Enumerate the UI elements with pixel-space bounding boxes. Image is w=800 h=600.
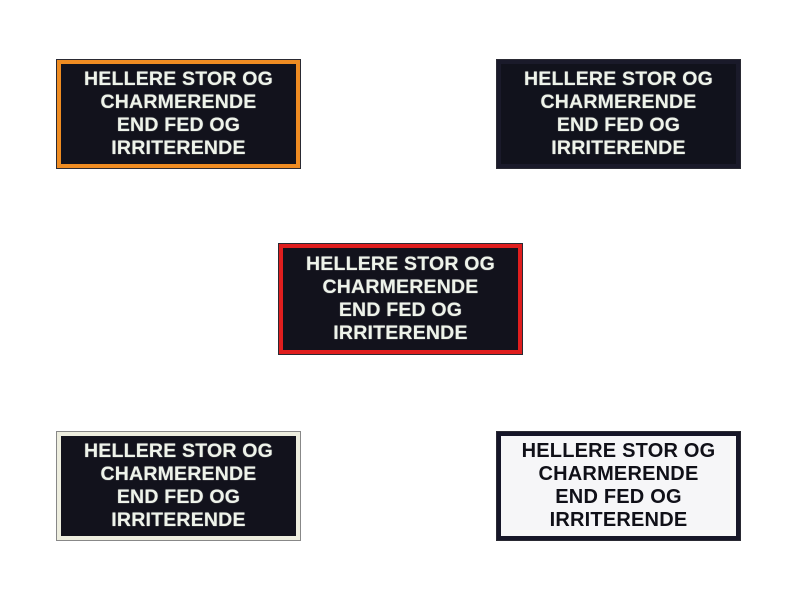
patch-text-line: HELLERE STOR OG — [84, 68, 273, 90]
patch-text-line: HELLERE STOR OG — [84, 440, 273, 462]
patch-text-line: CHARMERENDE — [538, 463, 699, 485]
patch-text-line: HELLERE STOR OG — [306, 253, 495, 275]
patch-text-line: END FED OG — [556, 114, 681, 136]
patch-text-line: CHARMERENDE — [100, 463, 257, 485]
patch-text-line: IRRITERENDE — [549, 509, 688, 531]
patch-text-line: END FED OG — [338, 299, 463, 321]
patch-text-line: HELLERE STOR OG — [521, 440, 716, 462]
patch-orange-border: HELLERE STOR OG CHARMERENDE END FED OG I… — [57, 60, 300, 168]
patch-text-line: IRRITERENDE — [551, 137, 686, 159]
patch-text-line: IRRITERENDE — [111, 509, 246, 531]
patch-text-line: HELLERE STOR OG — [524, 68, 713, 90]
patch-red-border: HELLERE STOR OG CHARMERENDE END FED OG I… — [279, 244, 522, 354]
patch-white-border: HELLERE STOR OG CHARMERENDE END FED OG I… — [57, 432, 300, 540]
patch-text-line: CHARMERENDE — [100, 91, 257, 113]
patch-text-line: CHARMERENDE — [540, 91, 697, 113]
patch-text-line: IRRITERENDE — [333, 322, 468, 344]
patch-text-line: END FED OG — [555, 486, 682, 508]
patch-text-line: END FED OG — [116, 114, 241, 136]
patch-black-border: HELLERE STOR OG CHARMERENDE END FED OG I… — [497, 60, 740, 168]
patch-text-line: END FED OG — [116, 486, 241, 508]
patch-white-background: HELLERE STOR OG CHARMERENDE END FED OG I… — [497, 432, 740, 540]
patch-text-line: CHARMERENDE — [322, 276, 479, 298]
patch-text-line: IRRITERENDE — [111, 137, 246, 159]
